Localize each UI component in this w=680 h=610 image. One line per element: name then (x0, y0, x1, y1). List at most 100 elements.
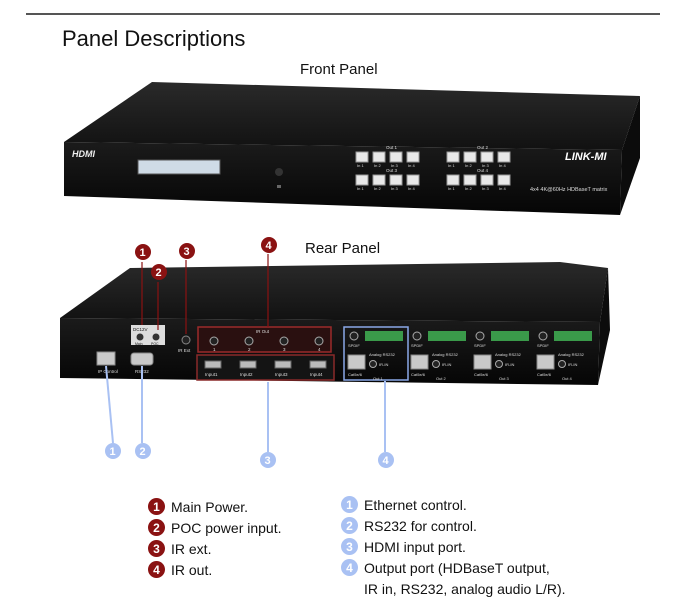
terminal-block (491, 331, 529, 341)
front-brand-right: LINK-MI (565, 151, 607, 163)
matrix-button-label: In 3 (391, 163, 398, 168)
legend-left-item: 1 Main Power. (148, 496, 282, 517)
cat-label: Cat5e/6 (348, 372, 363, 377)
rear-top-surface (60, 262, 608, 322)
out-group-title: Out 3 (386, 168, 398, 173)
front-side (620, 96, 640, 215)
rear-side (598, 268, 610, 385)
matrix-button[interactable] (406, 174, 420, 186)
matrix-button-label: In 4 (499, 163, 506, 168)
front-face (64, 142, 622, 215)
red-callout-badge (135, 244, 151, 260)
main-label: Main (135, 342, 143, 346)
hdmi-input-port (204, 360, 222, 369)
matrix-button[interactable] (372, 174, 386, 186)
out-group-title: Out 1 (386, 145, 398, 150)
matrix-button-label: In 2 (465, 186, 472, 191)
red-callout-badge (261, 237, 277, 253)
hdbaset-port (536, 354, 555, 370)
blue-callout-badge (378, 452, 394, 468)
front-brand-left: HDMI (72, 149, 95, 159)
ir-out-box (197, 326, 332, 353)
matrix-button[interactable] (497, 174, 511, 186)
matrix-button-label: In 4 (499, 186, 506, 191)
matrix-button[interactable] (480, 151, 494, 163)
matrix-button[interactable] (497, 151, 511, 163)
rs232-port (130, 352, 154, 366)
dc12v-label: DC12V (133, 327, 148, 332)
spdif-jack (538, 331, 548, 341)
legend-text: IR ext. (171, 540, 212, 557)
matrix-button[interactable] (446, 174, 460, 186)
hdmi-input-port (309, 360, 327, 369)
ir-out-label: IR Out (256, 329, 270, 334)
hdmi-input-label: Input4 (310, 372, 323, 377)
ir-out-port-label: 1 (213, 347, 216, 352)
matrix-button[interactable] (406, 151, 420, 163)
matrix-button[interactable] (480, 174, 494, 186)
out-group-title: Out 2 (477, 145, 489, 150)
matrix-button-label: In 4 (408, 163, 415, 168)
matrix-button[interactable] (446, 151, 460, 163)
blue-callout-number: 1 (110, 446, 116, 458)
matrix-button-label: In 3 (482, 186, 489, 191)
callout-line-blue-1 (105, 365, 114, 444)
ir-out-jack (314, 336, 324, 346)
poc-label: POC (151, 342, 159, 346)
matrix-button[interactable] (389, 174, 403, 186)
blue-badge: 2 (341, 517, 358, 534)
main-power-jack (136, 333, 144, 341)
ir-out-jack (279, 336, 289, 346)
hdmi-input-label: Input1 (205, 372, 218, 377)
terminal-block (554, 331, 592, 341)
ip-control-label: IP Control (98, 369, 118, 374)
output-1-highlight (343, 326, 409, 381)
terminal-block (428, 331, 466, 341)
legend-text: IR out. (171, 561, 213, 578)
ir-in-label: IR-IN (568, 362, 577, 367)
matrix-button-label: In 1 (448, 186, 455, 191)
analog-rs232-label: Analog RS232 (432, 352, 459, 357)
legend-text: RS232 for control. (364, 517, 477, 534)
legend-text: Main Power. (171, 498, 249, 515)
output-name: Out 3 (499, 376, 510, 381)
lcd-display (137, 159, 221, 175)
matrix-button-label: In 2 (374, 186, 381, 191)
matrix-button-label: In 3 (391, 186, 398, 191)
out-group-title: Out 4 (477, 168, 489, 173)
hdbaset-port (347, 354, 366, 370)
ir-in-jack (558, 360, 566, 368)
spdif-label: SPDIF (537, 343, 549, 348)
red-badge: 3 (148, 540, 165, 557)
analog-rs232-label: Analog RS232 (369, 352, 396, 357)
matrix-button[interactable] (389, 151, 403, 163)
matrix-button[interactable] (463, 174, 477, 186)
spdif-jack (475, 331, 485, 341)
cat-label: Cat5e/6 (411, 372, 426, 377)
front-top-surface (64, 82, 640, 150)
ir-in-jack (432, 360, 440, 368)
ethernet-port (96, 351, 116, 366)
legend-text: Ethernet control. (364, 496, 467, 513)
blue-callout-badge (105, 443, 121, 459)
blue-badge: 1 (341, 496, 358, 513)
cat-label: Cat5e/6 (537, 372, 552, 377)
legend-text: POC power input. (171, 519, 282, 536)
power-led (277, 185, 281, 188)
ir-in-label: IR-IN (505, 362, 514, 367)
red-badge: 1 (148, 498, 165, 515)
matrix-button[interactable] (372, 151, 386, 163)
spdif-jack (349, 331, 359, 341)
matrix-button[interactable] (463, 151, 477, 163)
matrix-button[interactable] (355, 151, 369, 163)
hdmi-input-label: Input3 (275, 372, 288, 377)
red-callout-badge (151, 264, 167, 280)
front-panel-label: Front Panel (300, 61, 378, 78)
matrix-button[interactable] (355, 174, 369, 186)
spdif-label: SPDIF (411, 343, 423, 348)
ir-sensor-icon (275, 168, 283, 176)
